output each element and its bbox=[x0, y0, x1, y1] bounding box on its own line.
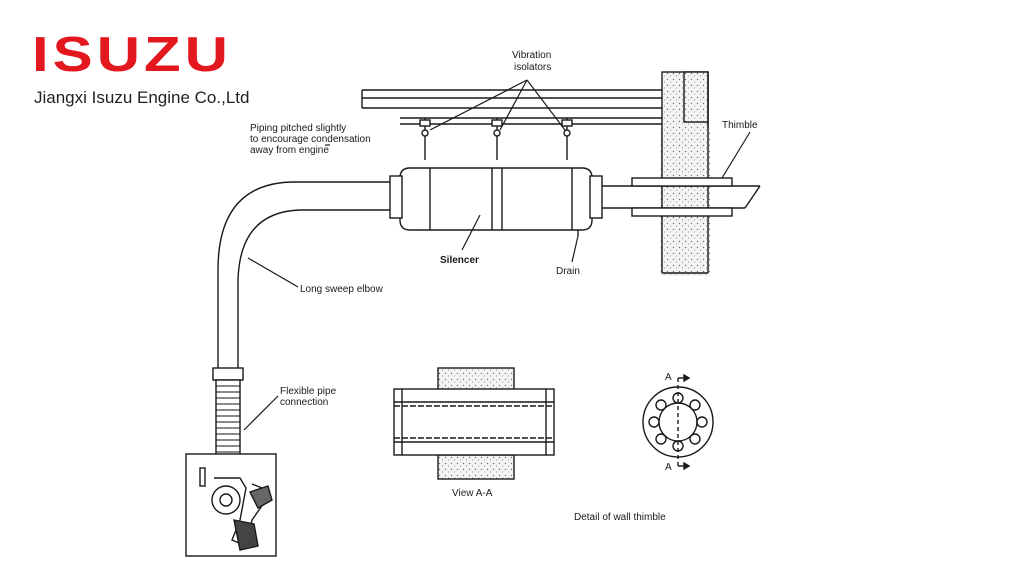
label-flexible-pipe-2: connection bbox=[280, 397, 328, 408]
view-aa bbox=[393, 367, 555, 480]
label-wall-thimble-detail: Detail of wall thimble bbox=[574, 512, 666, 523]
label-thimble: Thimble bbox=[722, 120, 758, 131]
vibration-isolators bbox=[419, 118, 573, 160]
leader-lines bbox=[243, 79, 751, 431]
silencer bbox=[389, 167, 603, 236]
wall-thimble-detail bbox=[642, 373, 714, 471]
label-flexible-pipe-1: Flexible pipe bbox=[280, 386, 337, 397]
company-name: Jiangxi Isuzu Engine Co.,Ltd bbox=[34, 88, 250, 107]
wall bbox=[660, 71, 710, 276]
label-section-a-bottom: A bbox=[665, 462, 672, 473]
engine bbox=[185, 453, 277, 557]
label-drain: Drain bbox=[556, 266, 580, 277]
long-sweep-elbow bbox=[217, 181, 390, 372]
label-long-sweep-elbow: Long sweep elbow bbox=[300, 284, 384, 295]
label-view-aa: View A-A bbox=[452, 488, 493, 499]
label-silencer: Silencer bbox=[440, 255, 479, 266]
isuzu-logo: ISUZU bbox=[32, 26, 232, 82]
ceiling-beam bbox=[361, 89, 685, 125]
outlet-pipe bbox=[602, 177, 761, 217]
label-piping-3: away from engine bbox=[250, 145, 329, 156]
label-section-a-top: A bbox=[665, 372, 672, 383]
label-piping-1: Piping pitched slightly bbox=[250, 123, 346, 134]
label-vibration-isolators-2: isolators bbox=[514, 62, 551, 73]
label-vibration-isolators-1: Vibration bbox=[512, 50, 551, 61]
label-piping-2: to encourage condensation bbox=[250, 134, 371, 145]
